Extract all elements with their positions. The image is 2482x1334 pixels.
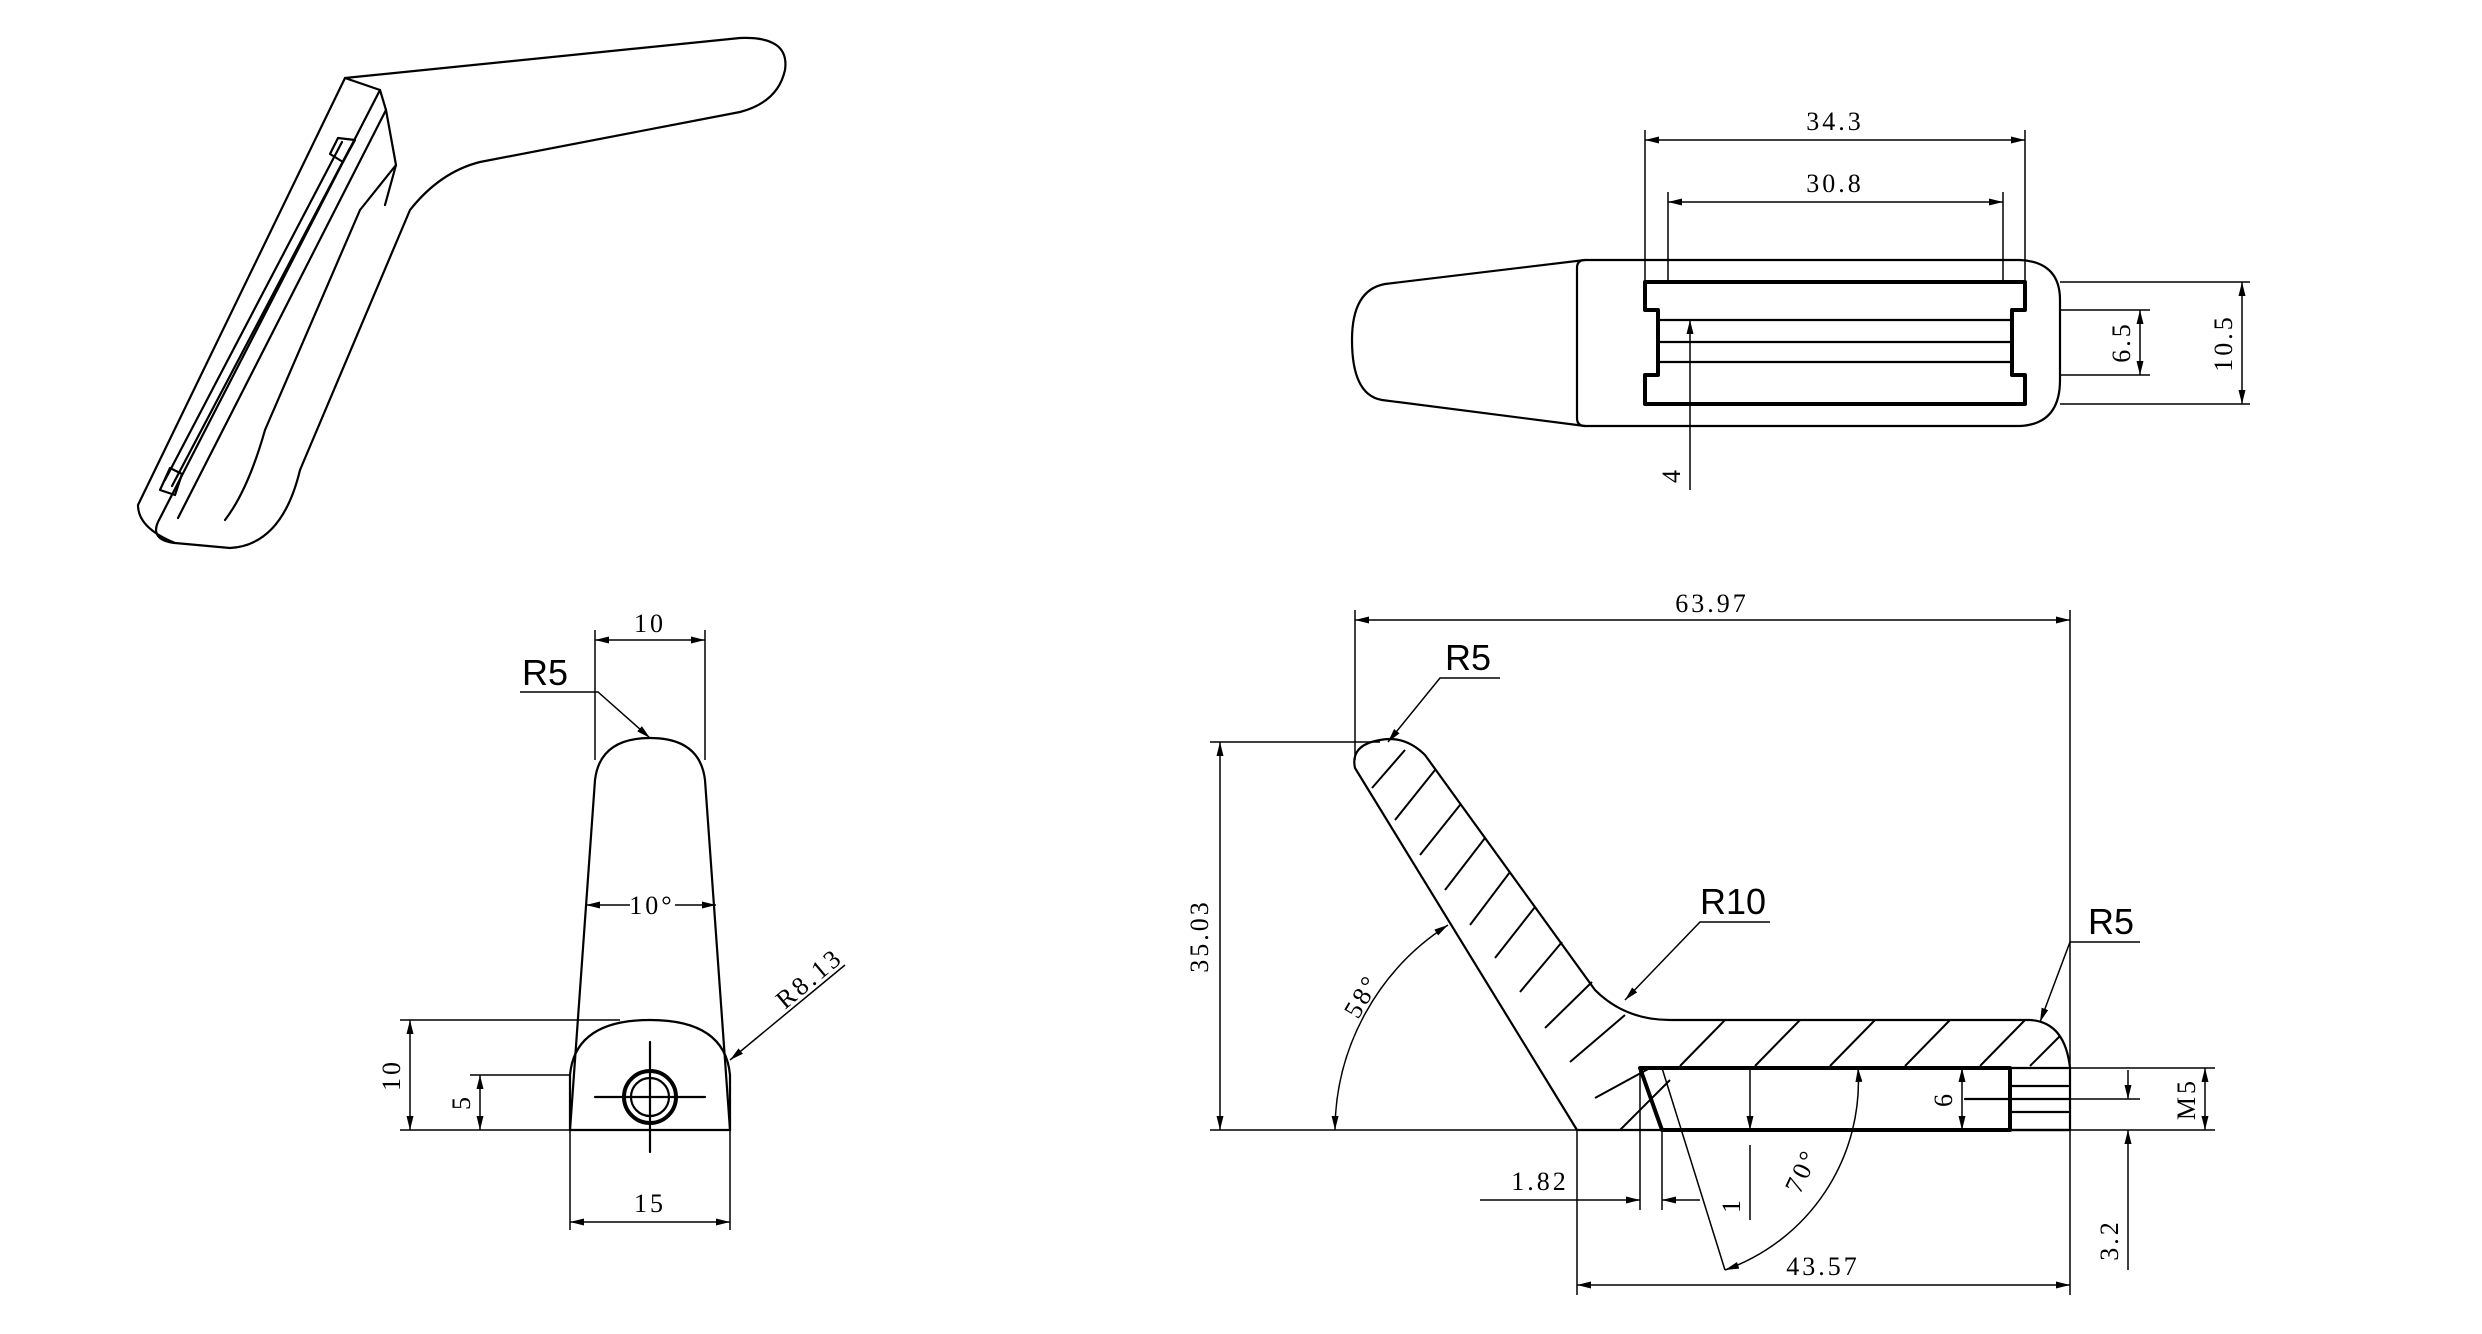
dim-chamfer-angle: 70° (1779, 1144, 1824, 1197)
section-view: 63.97 R5 R10 R5 35.03 58° 70° 1.82 1 (1185, 589, 2215, 1295)
dim-radius-base: R8.13 (770, 942, 848, 1014)
dim-base-width: 15 (634, 1189, 666, 1218)
dim-overall-length: 63.97 (1675, 589, 1749, 618)
dim-arm-angle: 58° (1338, 969, 1386, 1023)
dim-top-width: 10 (634, 609, 666, 638)
dim-radius-tip: R5 (1445, 637, 1491, 678)
dim-step: 1 (1717, 1197, 1746, 1213)
dim-radius-bend: R10 (1700, 881, 1766, 922)
dim-inner-width: 30.8 (1806, 169, 1864, 198)
dim-taper-angle: 10° (629, 891, 674, 920)
dim-outer-width: 34.3 (1806, 107, 1864, 136)
dim-slot-depth: 6 (1929, 1091, 1958, 1107)
isometric-view (136, 36, 787, 550)
top-view: 34.3 30.8 6.5 10.5 4 (1350, 107, 2250, 490)
dim-base-length: 43.57 (1786, 1252, 1860, 1281)
dim-radius-top: R5 (522, 652, 568, 693)
hatching (1371, 749, 2061, 1131)
dim-thread-offset: 3.2 (2095, 1219, 2124, 1261)
dim-height: 10 (377, 1059, 406, 1091)
front-view: 10 R5 10° R8.13 10 5 15 (377, 609, 848, 1230)
dim-thread: M5 (2172, 1078, 2201, 1120)
dim-overall-height: 35.03 (1185, 899, 1214, 973)
dim-radius-end: R5 (2088, 901, 2134, 942)
dim-slot-height: 6.5 (2107, 321, 2136, 363)
dim-total-height: 10.5 (2209, 314, 2238, 372)
dim-hole-center: 5 (447, 1094, 476, 1110)
dim-lip: 4 (1657, 467, 1686, 483)
dim-offset: 1.82 (1511, 1167, 1569, 1196)
